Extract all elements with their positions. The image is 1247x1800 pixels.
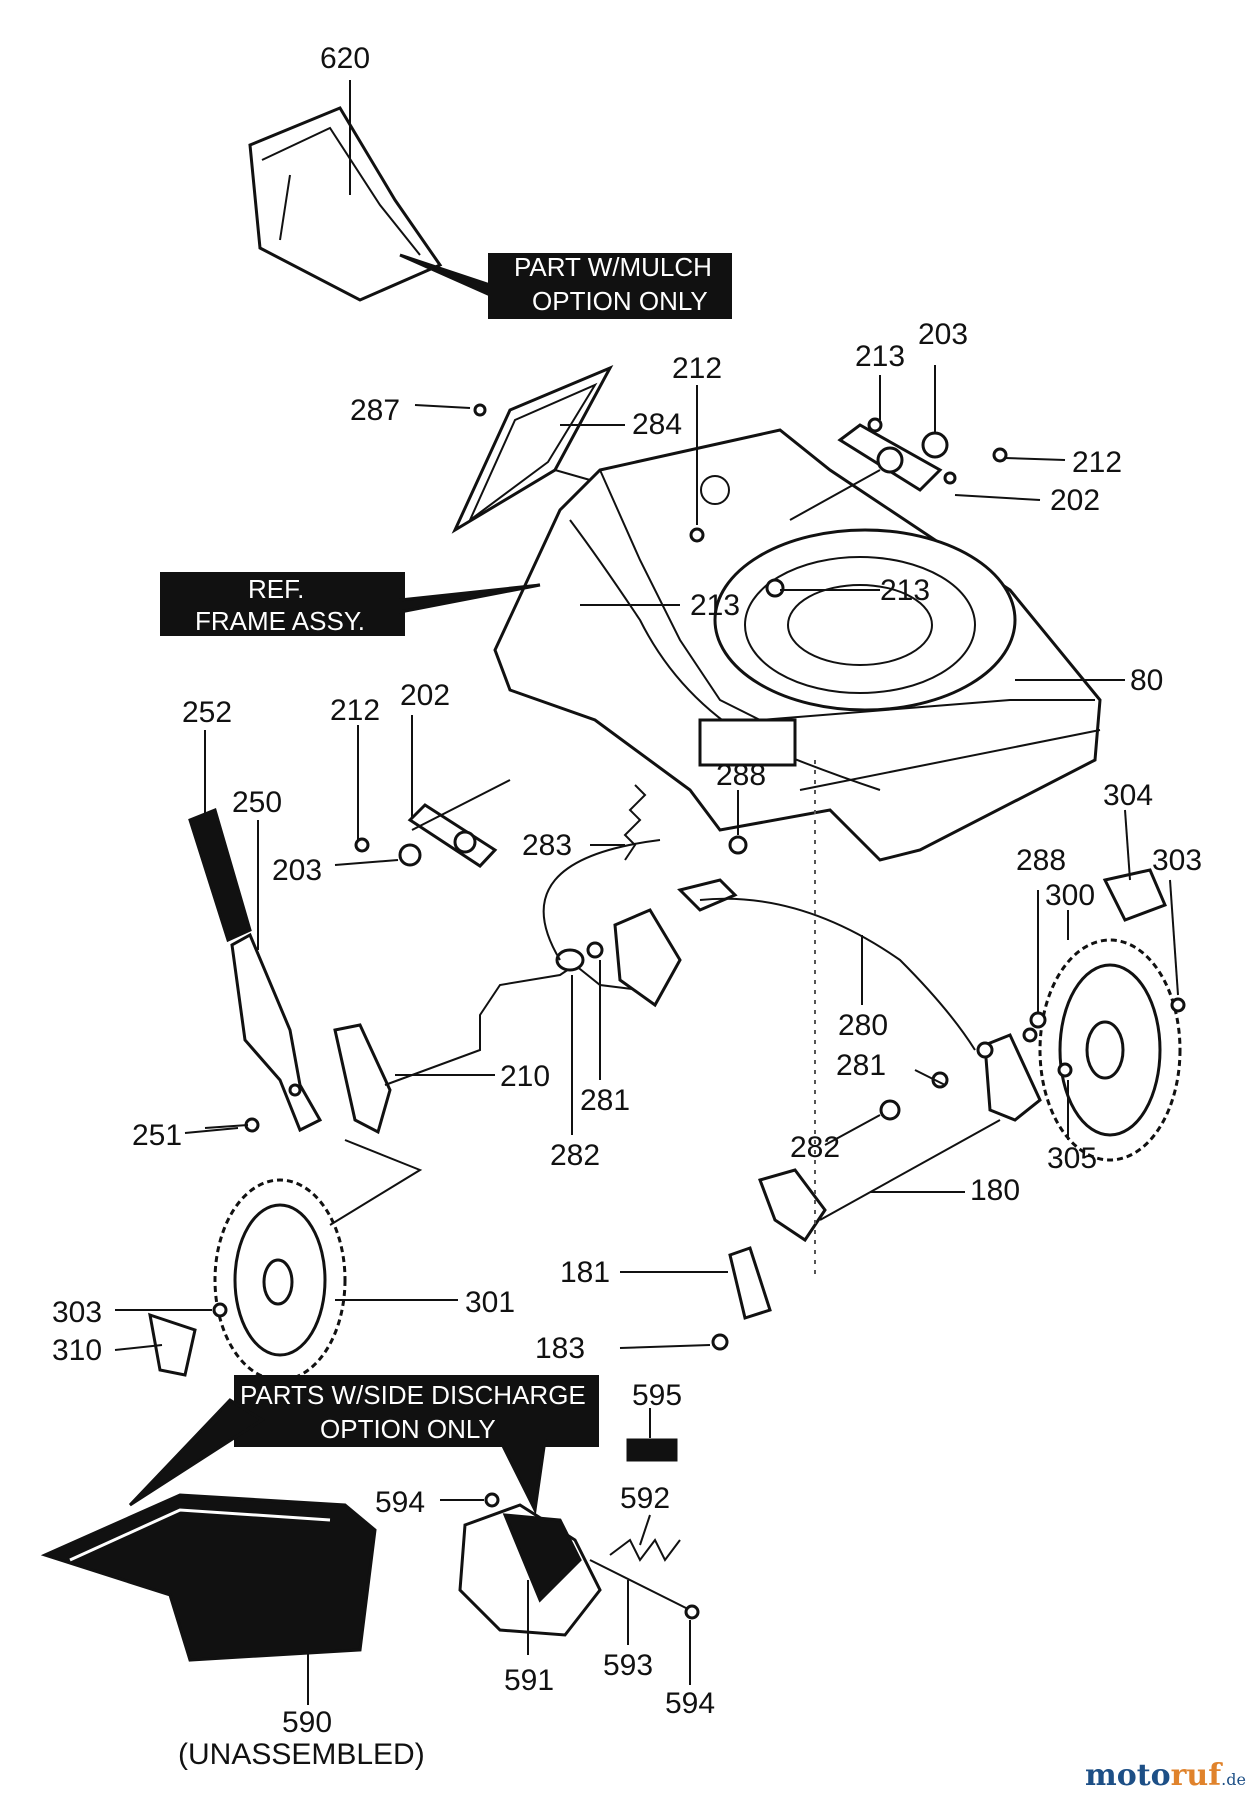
label-590-note: (UNASSEMBLED) — [178, 1738, 425, 1771]
label-620: 620 — [320, 42, 370, 75]
watermark-logo: motoruf.de — [1085, 1758, 1246, 1793]
leader-287 — [414, 404, 471, 409]
label-303-right: 303 — [1152, 844, 1202, 877]
rear-wheel-drawing — [148, 1139, 423, 1382]
svg-text:motoruf.de: motoruf.de — [1085, 1758, 1246, 1793]
callout-side-line2: OPTION ONLY — [320, 1414, 496, 1444]
front-wheel-drawing — [1029, 868, 1186, 1162]
right-height-bracket-drawing — [689, 417, 1008, 598]
mower-deck-drawing — [493, 428, 1102, 862]
leader-281a — [914, 1069, 946, 1086]
leader-212b — [1004, 457, 1066, 461]
callout-box-mulch — [488, 253, 732, 319]
label-594-right: 594 — [665, 1687, 715, 1720]
label-183: 183 — [535, 1332, 585, 1365]
callout-mulch-line1: PART W/MULCH — [514, 252, 712, 282]
leader-203b — [334, 859, 399, 866]
spring-283-drawing — [623, 784, 748, 861]
label-288-right: 288 — [1016, 844, 1066, 877]
assembly-line-left — [411, 779, 511, 831]
front-bracket-drawing — [758, 1027, 1042, 1243]
label-180: 180 — [970, 1174, 1020, 1207]
callout-frame-line2: FRAME ASSY. — [195, 606, 365, 636]
label-210: 210 — [500, 1060, 550, 1093]
callout-box-side-discharge — [234, 1375, 599, 1447]
side-discharge-chute-drawing — [40, 1493, 377, 1662]
label-280: 280 — [838, 1009, 888, 1042]
label-283: 283 — [522, 829, 572, 862]
deflector-591-drawing — [458, 1503, 602, 1637]
screw-287 — [473, 403, 487, 417]
label-213-left: 213 — [690, 589, 740, 622]
label-284: 284 — [632, 408, 682, 441]
label-592: 592 — [620, 1482, 670, 1515]
bracket-181-drawing — [711, 1246, 772, 1351]
label-288-top: 288 — [716, 759, 766, 792]
label-252: 252 — [182, 696, 232, 729]
leader-251 — [184, 1127, 239, 1134]
label-251: 251 — [132, 1119, 182, 1152]
callout-box-frame — [160, 572, 405, 636]
label-591: 591 — [504, 1664, 554, 1697]
label-281-right: 281 — [836, 1049, 886, 1082]
label-202-right: 202 — [1050, 484, 1100, 517]
label-594-left: 594 — [375, 1486, 425, 1519]
leader-183 — [619, 1344, 711, 1349]
label-301: 301 — [465, 1286, 515, 1319]
label-203-left: 203 — [272, 854, 322, 887]
label-212-right: 212 — [1072, 446, 1122, 479]
label-282-right: 282 — [790, 1131, 840, 1164]
label-287: 287 — [350, 394, 400, 427]
leader-202a — [954, 494, 1041, 501]
label-305: 305 — [1047, 1142, 1097, 1175]
left-height-bracket-drawing — [354, 803, 498, 868]
leader-282b — [824, 1114, 881, 1146]
mulch-plug-drawing — [248, 106, 443, 302]
label-250: 250 — [232, 786, 282, 819]
callout-side-line1: PARTS W/SIDE DISCHARGE — [240, 1380, 586, 1410]
rear-axle-drawing — [333, 839, 976, 1135]
leader-303a — [1169, 879, 1179, 996]
label-203-top: 203 — [918, 318, 968, 351]
callout-mulch-line2: OPTION ONLY — [532, 286, 708, 316]
callout-frame-line1: REF. — [248, 574, 304, 604]
label-300: 300 — [1045, 879, 1095, 912]
label-281-left: 281 — [580, 1084, 630, 1117]
callout-pointer-frame — [398, 583, 541, 614]
label-202-left: 202 — [400, 679, 450, 712]
leader-304 — [1124, 809, 1131, 881]
leader-310 — [114, 1344, 163, 1351]
leader-592 — [639, 1514, 651, 1546]
label-590: 590 — [282, 1706, 332, 1739]
label-595: 595 — [632, 1379, 682, 1412]
label-310: 310 — [52, 1334, 102, 1367]
label-181: 181 — [560, 1256, 610, 1289]
label-304: 304 — [1103, 779, 1153, 812]
label-303-left: 303 — [52, 1296, 102, 1329]
hinge-hardware-drawing — [484, 1438, 700, 1620]
height-lever-drawing — [188, 807, 323, 1133]
label-282-left: 282 — [550, 1139, 600, 1172]
assembly-line-right — [789, 469, 881, 521]
label-212-left: 212 — [330, 694, 380, 727]
label-212-top: 212 — [672, 352, 722, 385]
label-80: 80 — [1130, 664, 1163, 697]
label-213-top: 213 — [855, 340, 905, 373]
callout-pointer-right — [497, 1438, 547, 1515]
callout-pointer-left — [128, 1398, 265, 1507]
label-593: 593 — [603, 1649, 653, 1682]
label-213-mid: 213 — [880, 574, 930, 607]
